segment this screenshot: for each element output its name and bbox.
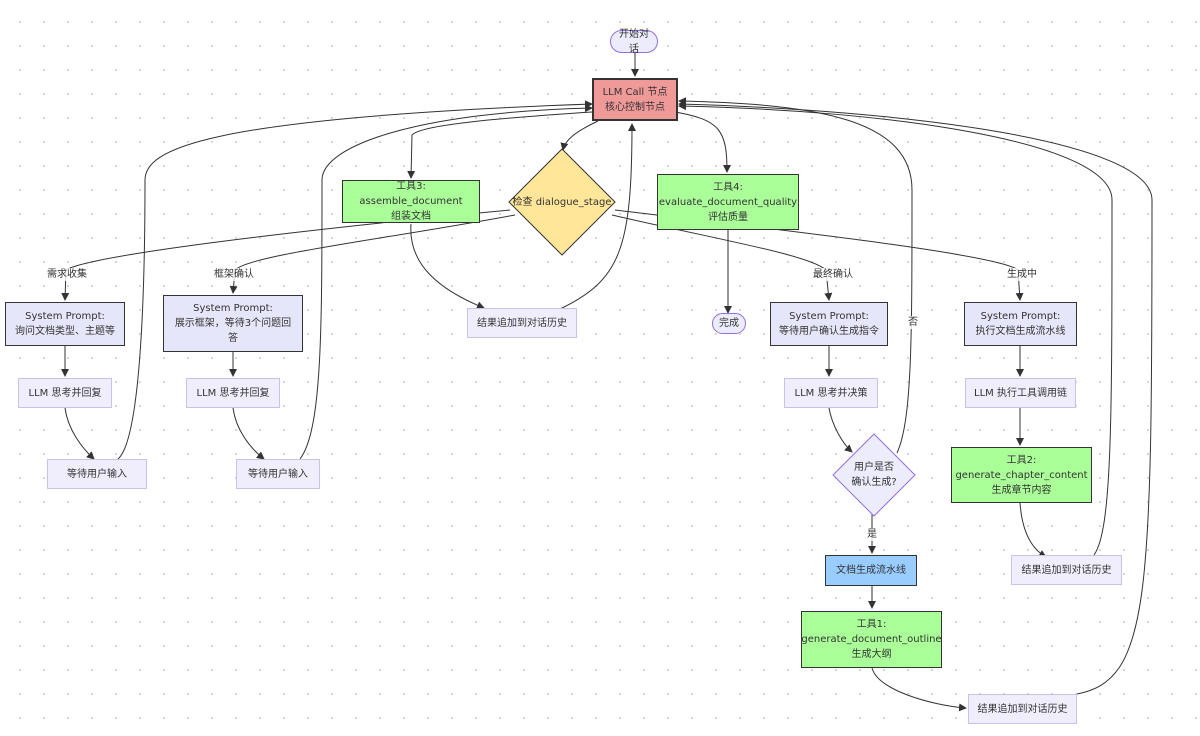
edge-label-no: 否: [907, 316, 919, 329]
check-stage-diamond: 检查 dialogue_stage: [508, 148, 616, 256]
edge-wait1-core: [117, 100, 593, 460]
tool1-node: 工具1: generate_document_outline 生成大纲: [801, 611, 942, 668]
think-decide: LLM 思考并决策: [784, 378, 878, 408]
edge-label-gen: 生成中: [1006, 268, 1038, 281]
edge-check-sys2: [229, 214, 516, 294]
edge-resultbottom-core: [678, 100, 1153, 695]
edge-resultright-core: [678, 102, 1113, 556]
confirm-diamond: 用户是否 确认生成?: [832, 433, 916, 517]
sys-prompt-2: System Prompt: 展示框架，等待3个问题回 答: [163, 295, 303, 352]
wait-input-2: 等待用户输入: [236, 459, 320, 489]
result-bottom-node: 结果追加到对话历史: [968, 694, 1077, 724]
sys-prompt-4: System Prompt: 执行文档生成流水线: [964, 302, 1077, 346]
edge-core-tool4: [674, 111, 731, 173]
wait-input-1: 等待用户输入: [47, 459, 147, 489]
edge-result-core: [559, 123, 636, 310]
edge-think1-wait1: [64, 407, 95, 460]
confirm-label: 用户是否 确认生成?: [851, 462, 897, 488]
edge-decide-confirm: [828, 407, 853, 453]
check-stage-label: 检查 dialogue_stage: [512, 196, 612, 208]
tool2-node: 工具2: generate_chapter_content 生成章节内容: [951, 447, 1092, 503]
edge-label-req: 需求收集: [46, 268, 88, 281]
think-reply-2: LLM 思考并回复: [186, 378, 280, 408]
edge-label-yes: 是: [866, 528, 878, 541]
edge-label-frame: 框架确认: [213, 268, 255, 281]
edge-tool2-result: [1019, 502, 1047, 558]
pipeline-node: 文档生成流水线: [825, 555, 917, 586]
done-node: 完成: [712, 313, 746, 334]
exec-tool-chain: LLM 执行工具调用链: [965, 378, 1076, 408]
sys-prompt-1: System Prompt: 询问文档类型、主题等: [5, 302, 125, 346]
edge-check-sys3: [611, 214, 833, 301]
result-mid-node: 结果追加到对话历史: [467, 308, 577, 338]
sys-prompt-3: System Prompt: 等待用户确认生成指令: [770, 302, 888, 346]
core-llm-node: LLM Call 节点 核心控制节点: [592, 78, 678, 121]
edge-core-check: [560, 120, 599, 151]
start-node: 开始对话: [610, 29, 658, 55]
result-right-node: 结果追加到对话历史: [1011, 555, 1122, 585]
edge-think2-wait2: [232, 407, 265, 460]
tool4-node: 工具4: evaluate_document_quality 评估质量: [657, 174, 799, 230]
edge-tool1-result: [871, 667, 967, 712]
edge-wait2-core: [299, 104, 593, 460]
edge-tool3-result: [410, 223, 485, 310]
think-reply-1: LLM 思考并回复: [18, 378, 112, 408]
edge-label-final: 最终确认: [812, 268, 854, 281]
tool3-node: 工具3: assemble_document 组装文档: [342, 180, 480, 223]
edge-core-tool3: [407, 111, 593, 179]
